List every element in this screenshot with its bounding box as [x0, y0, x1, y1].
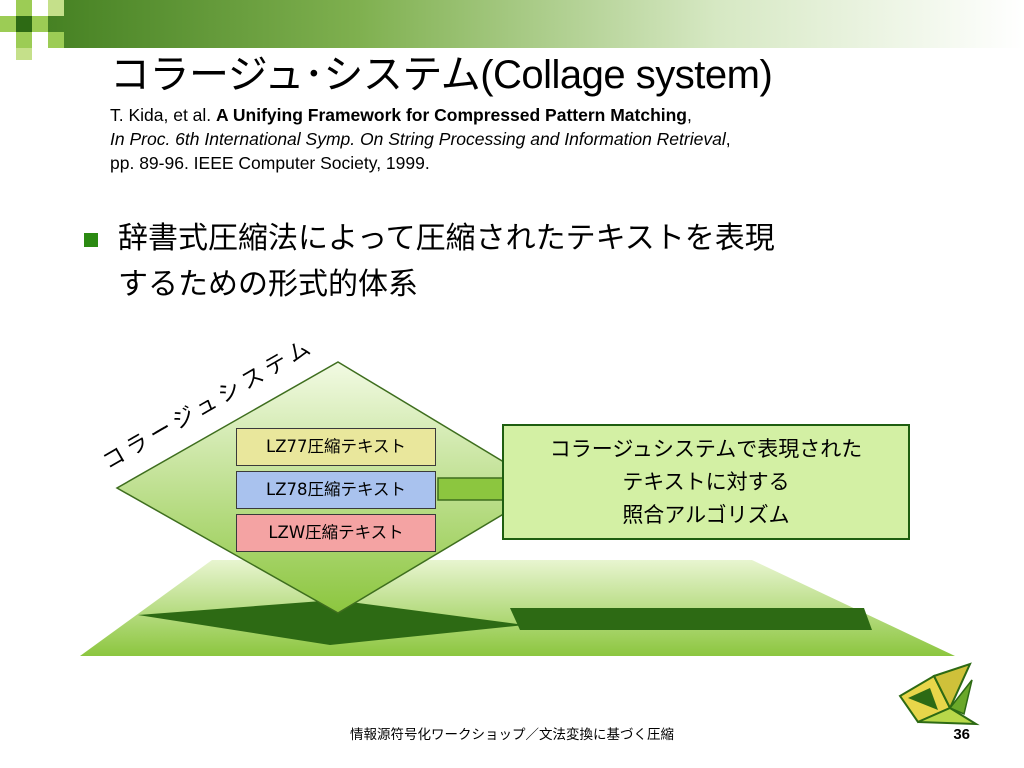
paper-crane-logo — [898, 662, 980, 726]
algorithm-line-1: コラージュシステムで表現された — [549, 437, 863, 461]
title-english: (Collage system) — [480, 53, 773, 97]
reference-citation: T. Kida, et al. A Unifying Framework for… — [110, 103, 731, 175]
title-japanese: コラージュ･システム — [110, 52, 481, 98]
bullet-line-2: するための形式的体系 — [118, 267, 418, 302]
header-bar — [0, 0, 1024, 48]
reference-comma: , — [687, 105, 692, 125]
bullet-marker — [84, 233, 98, 247]
reference-authors: T. Kida, et al. — [110, 105, 212, 125]
reference-venue: In Proc. 6th International Symp. On Stri… — [110, 129, 726, 149]
algorithm-line-2: テキストに対する — [622, 470, 790, 494]
diamond-shadow — [138, 600, 525, 645]
page-number: 36 — [953, 726, 970, 743]
reference-comma: , — [725, 129, 731, 149]
footer-text: 情報源符号化ワークショップ／文法変換に基づく圧縮 — [350, 727, 674, 743]
lz78-box: LZ78圧縮テキスト — [236, 471, 436, 509]
bullet-line-1: 辞書式圧縮法によって圧縮されたテキストを表現 — [118, 221, 775, 256]
algorithm-line-3: 照合アルゴリズム — [622, 503, 790, 527]
matching-algorithm-box: コラージュシステムで表現された テキストに対する 照合アルゴリズム — [502, 424, 910, 540]
slide-title: コラージュ･システム(Collage system) — [110, 52, 773, 98]
lz77-box: LZ77圧縮テキスト — [236, 428, 436, 466]
lzw-box: LZW圧縮テキスト — [236, 514, 436, 552]
arrow-shadow — [510, 608, 872, 630]
bullet-text: 辞書式圧縮法によって圧縮されたテキストを表現 するための形式的体系 — [118, 216, 968, 308]
decorative-squares — [0, 0, 64, 60]
reference-paper-title: A Unifying Framework for Compressed Patt… — [216, 105, 688, 125]
reference-pages: pp. 89-96. IEEE Computer Society, 1999. — [110, 153, 430, 173]
